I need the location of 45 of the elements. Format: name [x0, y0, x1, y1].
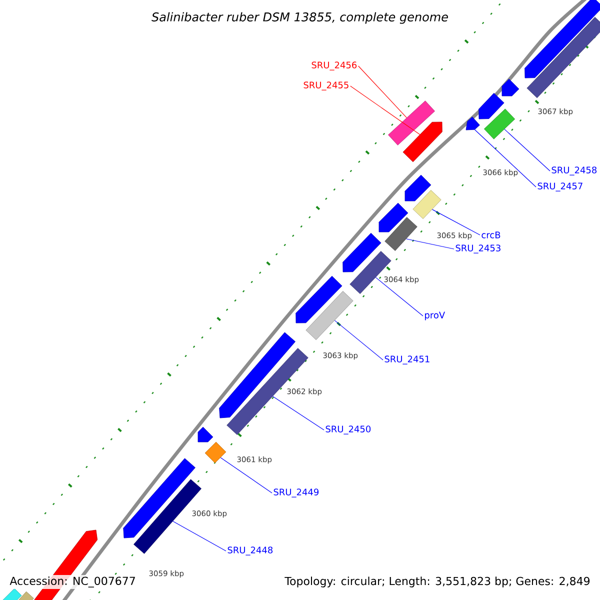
leader-line	[432, 209, 480, 236]
gene-label: SRU_2448	[228, 546, 273, 556]
gene-block	[484, 108, 516, 140]
gene-label: SRU_2451	[384, 356, 430, 364]
gene-label: SRU_2450	[326, 426, 371, 434]
leader-line	[172, 520, 226, 552]
pointed-gene-block	[404, 174, 432, 202]
leader-line	[406, 238, 454, 250]
pointed-gene-block	[342, 232, 382, 272]
gene-label: SRU_2456	[312, 62, 357, 70]
gene-block	[16, 591, 34, 600]
gene-block	[412, 190, 442, 219]
title: Salinibacter ruber DSM 13855, complete genome	[152, 12, 448, 24]
pointed-gene-block	[524, 0, 600, 78]
gene-block	[526, 16, 600, 98]
leader-line	[334, 320, 384, 360]
gene-block	[306, 290, 354, 340]
gene-label: crcB	[482, 232, 500, 238]
gene-label: SRU_2449	[274, 488, 319, 498]
leader-line	[375, 277, 424, 316]
pointed-gene-block	[478, 92, 504, 120]
pointed-gene-block	[402, 122, 442, 162]
pointed-gene-block	[466, 116, 480, 130]
gene-block	[204, 442, 226, 464]
pointed-gene-block	[296, 276, 342, 324]
gene-block	[384, 217, 418, 251]
leader-line	[220, 457, 272, 494]
pointed-gene-block	[502, 78, 520, 96]
gene-label: SRU_2453	[456, 244, 500, 254]
pointed-gene-block	[198, 426, 214, 442]
leader-line	[272, 396, 324, 430]
gene-label: SRU_2458	[552, 166, 597, 176]
gene-label: SRU_2457	[538, 182, 582, 192]
pointed-gene-block	[378, 202, 408, 232]
gene-label: SRU_2455	[304, 82, 348, 90]
leader-line	[350, 86, 420, 135]
leader-line	[358, 66, 407, 118]
gene-block	[2, 588, 22, 600]
accession-text: Accession: NC_007677	[8, 575, 138, 589]
gene-block	[226, 348, 308, 435]
gene-block	[388, 100, 435, 146]
gene-label: proV	[425, 312, 446, 320]
leader-line	[474, 129, 536, 188]
leader-line	[504, 128, 550, 172]
summary-text: Topology: circular; Length: 3,551,823 bp; Genes: 2,849	[283, 575, 592, 589]
